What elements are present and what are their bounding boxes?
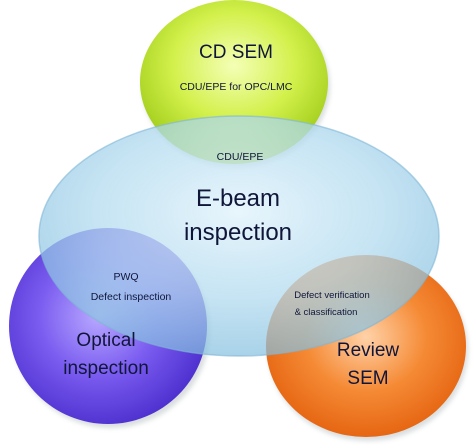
- cd-sem-title: CD SEM: [199, 42, 273, 63]
- optical-title-line2: inspection: [63, 358, 149, 379]
- optical-title-line1: Optical: [76, 330, 135, 351]
- review-title-line2: SEM: [347, 368, 388, 389]
- review-title-line1: Review: [337, 340, 400, 361]
- optical-ebeam-overlap-line2: Defect inspection: [91, 291, 172, 303]
- optical-ebeam-overlap-line1: PWQ: [113, 271, 138, 283]
- cd-sem-subtitle: CDU/EPE for OPC/LMC: [180, 81, 293, 93]
- review-ebeam-overlap-line1: Defect verification: [294, 290, 370, 301]
- review-ebeam-overlap-line2: & classification: [295, 307, 358, 318]
- ebeam-title-line2: inspection: [184, 219, 292, 246]
- ebeam-inspection-ellipse: [38, 115, 440, 357]
- cd-ebeam-overlap-label: CDU/EPE: [217, 151, 264, 163]
- ebeam-title-line1: E-beam: [196, 185, 280, 212]
